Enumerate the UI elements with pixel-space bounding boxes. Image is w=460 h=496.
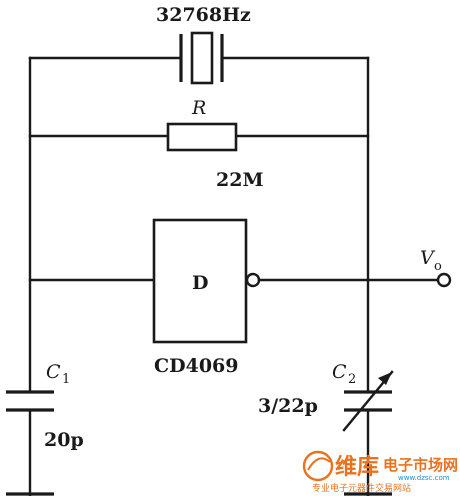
cap1-name: C	[46, 361, 61, 383]
resistor-value: 22M	[216, 169, 263, 191]
cap2-value: 3/22p	[258, 395, 318, 417]
output-name: V	[420, 247, 436, 269]
cap1-subscript: 1	[62, 372, 70, 387]
watermark-domain: www.dzsc.com	[398, 474, 450, 482]
output-terminal	[436, 272, 452, 288]
watermark-swirl-icon	[302, 450, 334, 482]
resistor-name: R	[191, 97, 206, 119]
crystal-label: 32768Hz	[156, 4, 251, 26]
crystal-symbol	[179, 31, 224, 85]
watermark-title: 电子市场网	[383, 456, 458, 474]
cap2-subscript: 2	[348, 372, 356, 387]
cap2-name: C	[332, 361, 347, 383]
cap1-value: 20p	[44, 429, 84, 451]
inverter-gate	[152, 218, 248, 344]
watermark-logo: 维库 电子市场网 www.dzsc.com 专业电子元器件交易网站	[302, 450, 458, 494]
capacitor-c2	[342, 370, 394, 432]
inverter-bubble	[245, 272, 261, 288]
capacitor-c1	[6, 390, 54, 412]
resistor-symbol	[166, 122, 238, 152]
watermark-slogan: 专业电子元器件交易网站	[312, 482, 411, 494]
inverter-part: CD4069	[154, 355, 238, 377]
inverter-letter: D	[192, 272, 208, 294]
watermark-brand: 维库	[335, 454, 379, 480]
output-subscript: o	[434, 259, 442, 274]
